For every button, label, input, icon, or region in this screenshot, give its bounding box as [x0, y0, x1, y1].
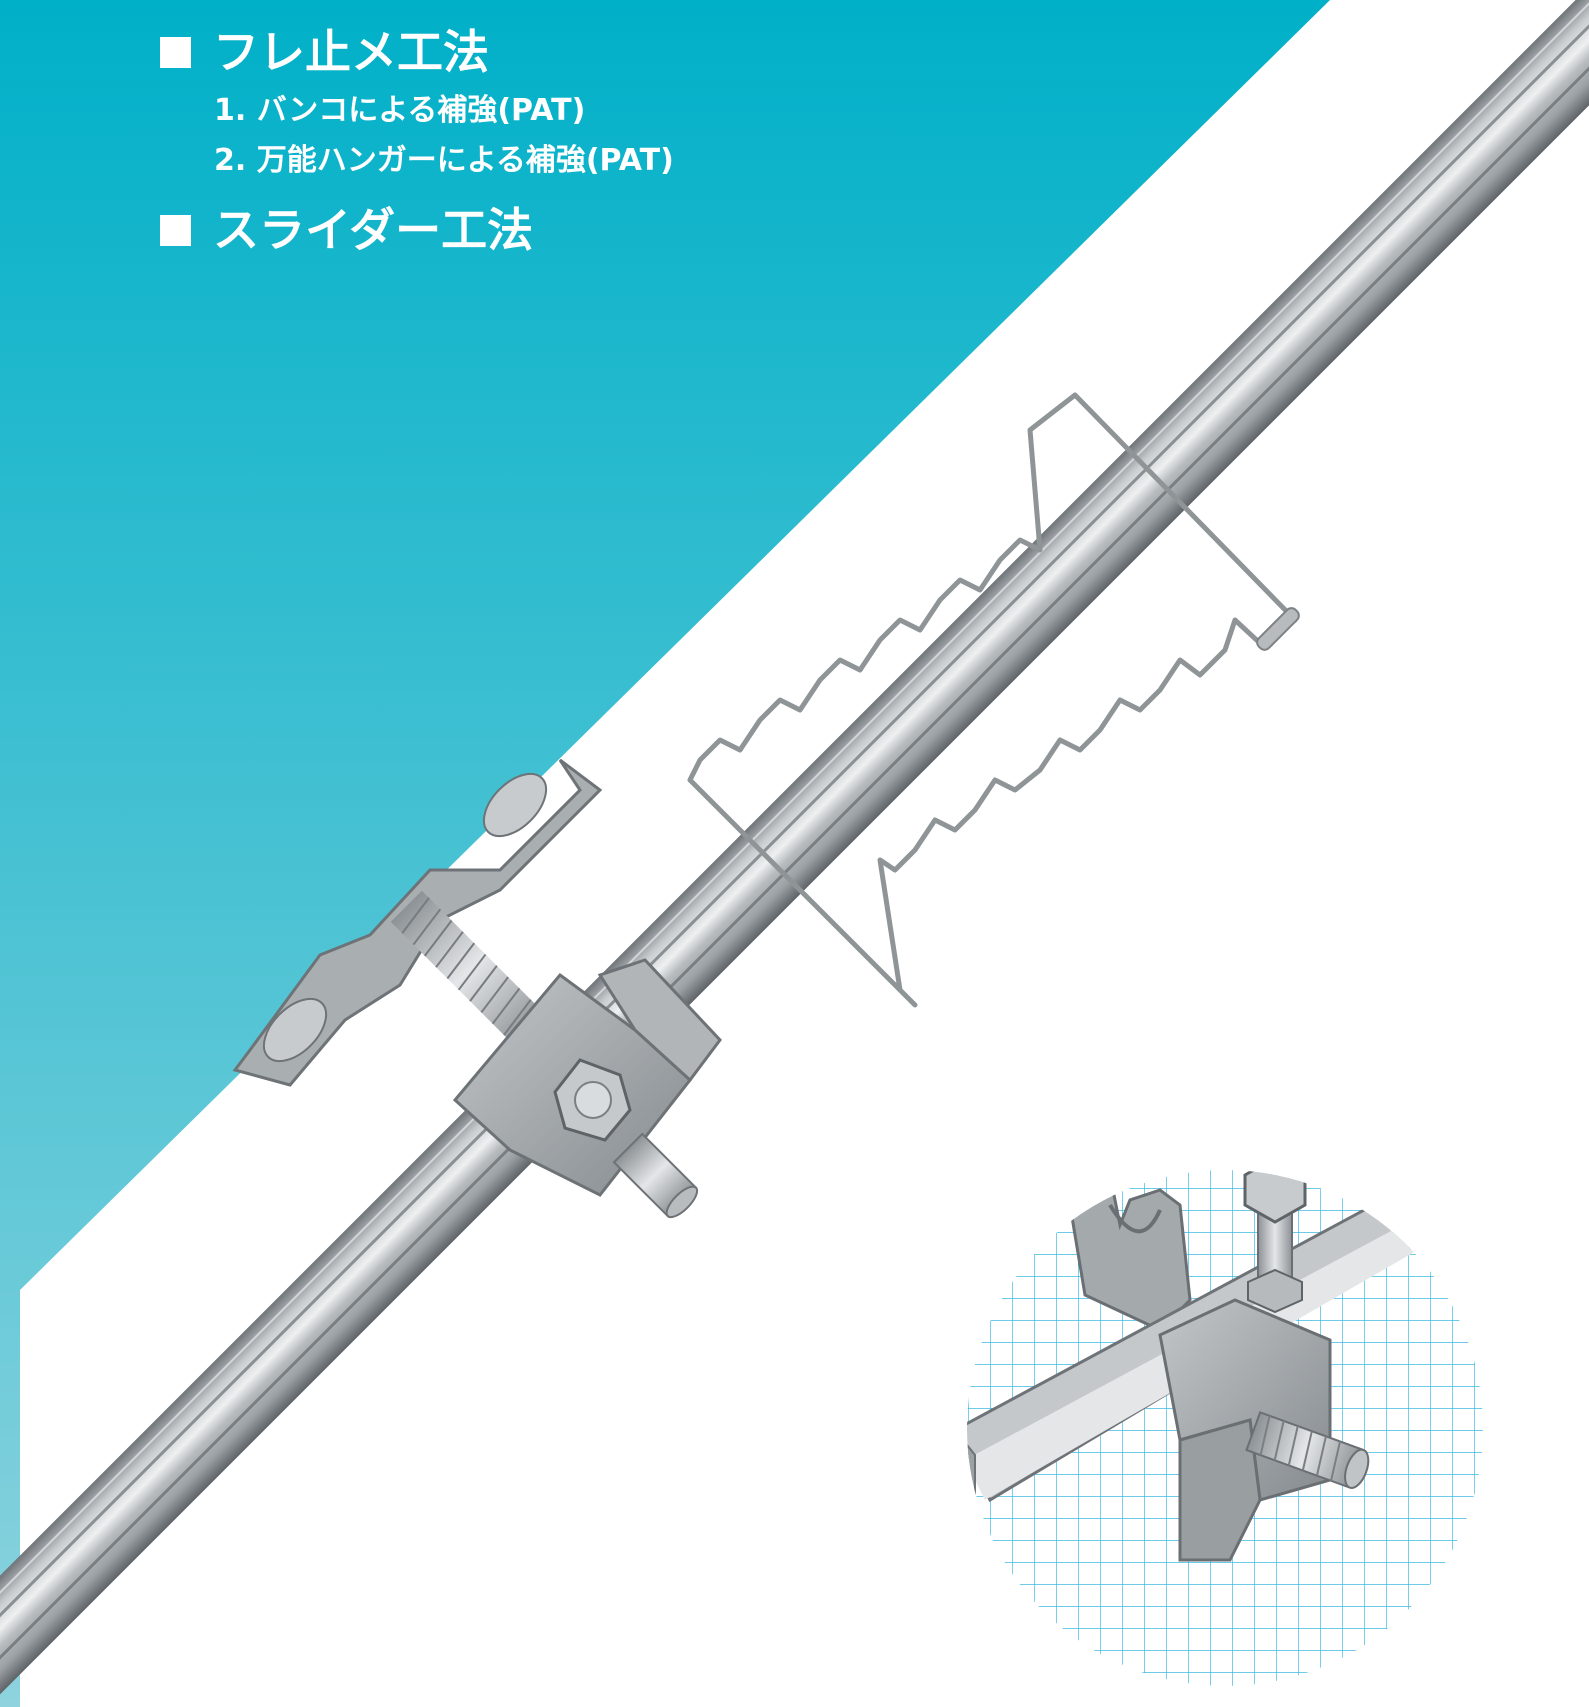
- main-photo-clamp: [232, 758, 722, 1219]
- square-bullet-icon: [160, 214, 191, 246]
- diagonal-banner: [0, 0, 1330, 1707]
- method-headings: フレ止メ工法 1. バンコによる補強(PAT) 2. 万能ハンガーによる補強(P…: [160, 22, 674, 260]
- sub-item-bannou-hanger: 2. 万能ハンガーによる補強(PAT): [214, 143, 674, 178]
- inset-photo-slider-clamp: [967, 1170, 1483, 1686]
- heading-label: スライダー工法: [213, 203, 534, 257]
- heading-label: フレ止メ工法: [213, 25, 489, 79]
- sub-item-banko: 1. バンコによる補強(PAT): [214, 93, 586, 128]
- heading-slider: スライダー工法: [160, 200, 674, 260]
- fure-dome-sublist: 1. バンコによる補強(PAT) 2. 万能ハンガーによる補強(PAT): [160, 86, 674, 186]
- square-bullet-icon: [160, 36, 191, 68]
- main-photo-wire-hanger: [687, 392, 1300, 1008]
- heading-fure-dome: フレ止メ工法: [160, 22, 674, 82]
